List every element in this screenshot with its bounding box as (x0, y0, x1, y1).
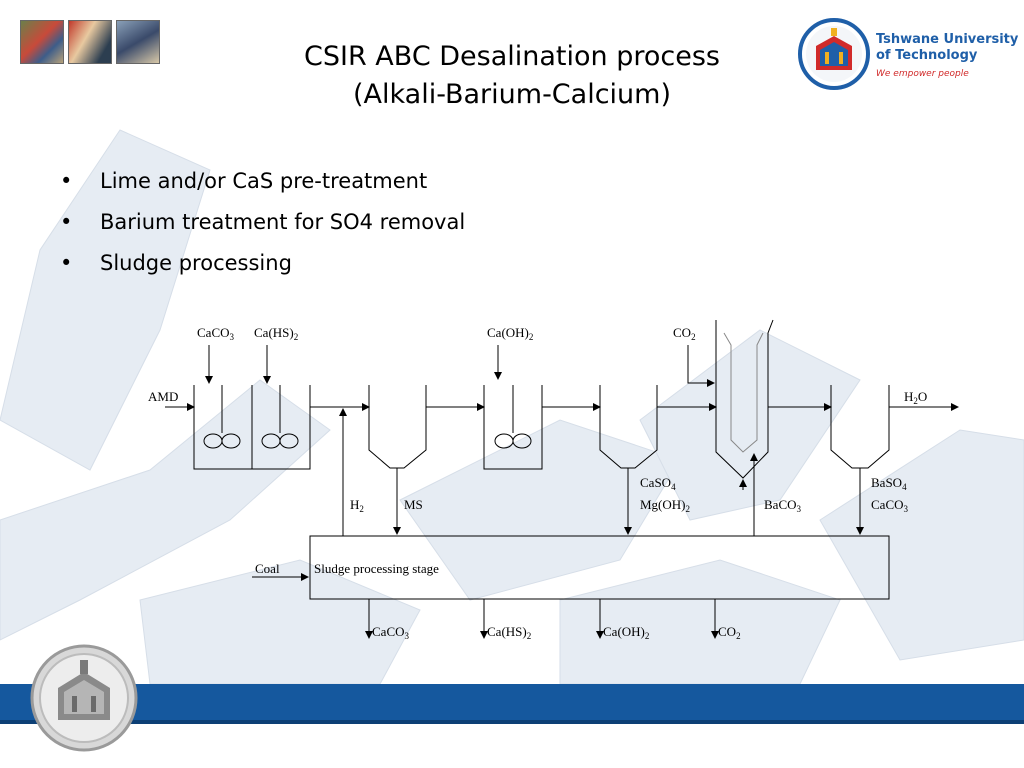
title-line-1: CSIR ABC Desalination process (304, 41, 720, 72)
bullet-dot-icon: • (60, 210, 73, 234)
photo-thumbnail (116, 20, 160, 64)
header-photo-strip (20, 20, 160, 64)
label-amd: AMD (148, 389, 178, 404)
label-caco3-out-settler: CaCO3 (871, 497, 909, 514)
agitator-impeller-icon (261, 433, 281, 449)
settler-1 (368, 385, 427, 469)
label-out-co2: CO2 (718, 624, 741, 641)
photo-thumbnail (20, 20, 64, 64)
label-out-caoh2: Ca(OH)2 (603, 624, 649, 641)
label-mgoh2: Mg(OH)2 (640, 497, 690, 514)
co2-input-arrow (687, 345, 715, 387)
reactor-tank-1 (193, 385, 311, 470)
agitator-impeller-icon (203, 433, 223, 449)
agitator-impeller-icon (221, 433, 241, 449)
label-h2s: H2 (350, 497, 364, 514)
label-co2-in: CO2 (673, 325, 696, 342)
co2-stripping-column (715, 319, 774, 479)
label-h2o: H2O (904, 389, 927, 406)
reactor-tank-2 (483, 385, 543, 470)
settler-3 (830, 385, 890, 469)
bullet-list: •Lime and/or CaS pre-treatment •Barium t… (60, 160, 465, 283)
label-baco3: BaCO3 (764, 497, 802, 514)
agitator-impeller-icon (279, 433, 299, 449)
bullet-item: •Sludge processing (60, 242, 465, 283)
label-baso4: BaSO4 (871, 475, 907, 492)
bullet-dot-icon: • (60, 251, 73, 275)
university-logo-icon (798, 18, 870, 90)
label-caso4: CaSO4 (640, 475, 676, 492)
label-out-cahs2: Ca(HS)2 (487, 624, 531, 641)
label-ms: MS (404, 497, 423, 512)
label-caoh2-in: Ca(OH)2 (487, 325, 533, 342)
footer-bar-underline (0, 720, 1024, 724)
settler-2 (599, 385, 658, 469)
slide-title: CSIR ABC Desalination process (Alkali-Ba… (0, 38, 1024, 114)
bullet-item: •Barium treatment for SO4 removal (60, 201, 465, 242)
university-badge-icon (30, 644, 138, 752)
agitator-impeller-icon (494, 433, 514, 449)
footer-bar (0, 684, 1024, 720)
university-name: Tshwane University of Technology (876, 32, 1019, 63)
label-out-caco3: CaCO3 (372, 624, 410, 641)
university-tagline: We empower people (876, 69, 969, 79)
label-coal: Coal (255, 561, 280, 576)
photo-thumbnail (68, 20, 112, 64)
label-sludge-stage: Sludge processing stage (314, 561, 439, 576)
label-cahs2-in: Ca(HS)2 (254, 325, 298, 342)
bullet-item: •Lime and/or CaS pre-treatment (60, 160, 465, 201)
title-line-2: (Alkali-Barium-Calcium) (352, 79, 671, 110)
bullet-dot-icon: • (60, 169, 73, 193)
label-caco3-in: CaCO3 (197, 325, 235, 342)
agitator-impeller-icon (512, 433, 532, 449)
